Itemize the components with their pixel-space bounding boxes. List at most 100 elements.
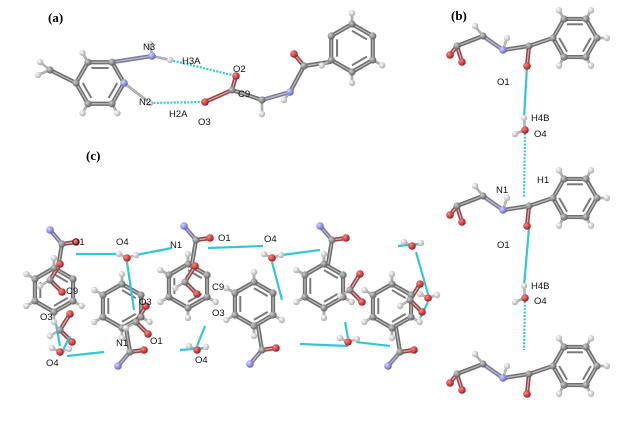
- carbon-atom: [549, 34, 557, 42]
- carbon-atom: [46, 276, 54, 284]
- bond-highlight: [391, 283, 412, 296]
- hydrogen-atom: [511, 130, 519, 138]
- hydrogen-bond: [355, 340, 391, 348]
- hydrogen-atom: [91, 286, 98, 294]
- bond-highlight: [502, 373, 530, 379]
- hydrogen-atom: [348, 79, 356, 87]
- hydrogen-bond: [195, 325, 207, 347]
- atom-label: H3A: [182, 56, 201, 67]
- bond-highlight: [528, 365, 554, 375]
- hydrogen-bond: [125, 261, 136, 311]
- oxygen-atom: [193, 346, 201, 354]
- carbon-atom: [269, 311, 277, 319]
- carbon-atom: [560, 15, 568, 23]
- carbon-atom: [258, 96, 266, 104]
- bond-highlight: [552, 37, 565, 58]
- bond-highlight: [75, 61, 89, 84]
- bond-highlight: [552, 346, 565, 367]
- aromatic-bond: [323, 269, 339, 279]
- hydrogen-atom: [146, 318, 153, 326]
- hydrogen-atom: [471, 182, 479, 190]
- carbon-atom: [549, 362, 557, 370]
- hydrogen-atom: [50, 318, 58, 326]
- hydrogen-atom: [320, 314, 328, 322]
- carbon-atom: [58, 240, 66, 248]
- hydrogen-atom: [400, 238, 408, 246]
- panel-a-atom-labels: N3 H3A O2 C9 N2 H2A O3: [139, 42, 250, 128]
- aromatic-bond: [121, 289, 137, 299]
- hydrogen-atom: [555, 335, 563, 342]
- carbon-atom: [69, 275, 77, 283]
- carbon-atom: [346, 286, 354, 294]
- bond-highlight: [502, 45, 530, 51]
- oxygen-atom: [142, 302, 150, 310]
- hydrogen-atom: [587, 7, 595, 14]
- bond-highlight: [261, 91, 291, 101]
- bond-highlight: [502, 205, 530, 211]
- hydrogen-bond: [179, 346, 207, 352]
- nitrogen-atom: [384, 362, 392, 370]
- oxygen-atom: [416, 280, 424, 288]
- bond-highlight: [34, 267, 55, 280]
- carbon-atom: [388, 280, 396, 288]
- oxygen-atom: [268, 254, 276, 262]
- oxygen-atom: [144, 330, 152, 338]
- atom-label: H1: [537, 175, 549, 186]
- hydrogen-atom: [520, 282, 528, 290]
- hydrogen-atom: [36, 282, 44, 290]
- bond-highlight: [585, 18, 598, 39]
- hydrogen-atom: [122, 324, 130, 332]
- oxygen-atom: [66, 310, 74, 318]
- carbon-atom: [269, 289, 277, 297]
- oxygen-atom: [344, 338, 352, 346]
- bond-highlight: [528, 197, 554, 207]
- bond-highlight: [289, 65, 305, 93]
- aromatic-bond: [582, 37, 592, 53]
- bond-highlight: [234, 314, 255, 327]
- atom-label: H4B: [531, 281, 549, 292]
- oxygen-atom: [140, 346, 148, 354]
- carbon-atom: [84, 100, 92, 108]
- atom-label: O4: [534, 129, 547, 140]
- hydrogen-atom: [320, 250, 328, 258]
- aromatic-bond: [391, 289, 407, 299]
- oxygen-atom: [521, 294, 529, 302]
- oxygen-atom: [446, 211, 454, 219]
- hydrogen-atom: [587, 335, 595, 342]
- carbon-atom: [192, 236, 200, 244]
- carbon-atom: [184, 260, 192, 268]
- atom-layer: [23, 7, 611, 398]
- atom-label: N2: [139, 97, 151, 108]
- carbon-atom: [388, 324, 396, 332]
- hydrogen-atom: [388, 334, 396, 342]
- hydrogen-atom: [278, 316, 285, 324]
- bond-highlight: [585, 197, 598, 218]
- aromatic-bond: [582, 197, 592, 213]
- hydrogen-atom: [280, 96, 288, 104]
- oxygen-atom: [232, 72, 240, 80]
- hydrogen-atom: [260, 250, 268, 258]
- panel-b-atom-labels: O1 H4B O4 N1 H1 O1 H4B O4: [496, 77, 549, 307]
- carbon-atom: [327, 56, 335, 64]
- bond-highlight: [391, 316, 412, 329]
- hydrogen-atom: [223, 316, 230, 324]
- bond-highlight: [552, 365, 565, 386]
- carbon-atom: [231, 289, 239, 297]
- nitrogen-atom: [120, 79, 128, 87]
- aromatic-bond: [121, 313, 137, 323]
- atom-label: O2: [233, 64, 246, 75]
- carbon-atom: [203, 271, 211, 279]
- hydrogen-atom: [388, 270, 396, 278]
- carbon-atom: [369, 32, 377, 40]
- hydrogen-atom: [250, 332, 258, 340]
- atom-label: N3: [143, 42, 155, 53]
- hydrogen-atom: [166, 56, 174, 64]
- hydrogen-atom: [157, 266, 164, 274]
- bond-highlight: [125, 327, 131, 353]
- carbon-atom: [453, 42, 461, 50]
- oxygen-atom: [446, 51, 454, 59]
- carbon-atom: [184, 304, 192, 312]
- hydrogen-atom: [184, 250, 192, 258]
- carbon-atom: [108, 58, 116, 66]
- bond-highlight: [204, 89, 233, 103]
